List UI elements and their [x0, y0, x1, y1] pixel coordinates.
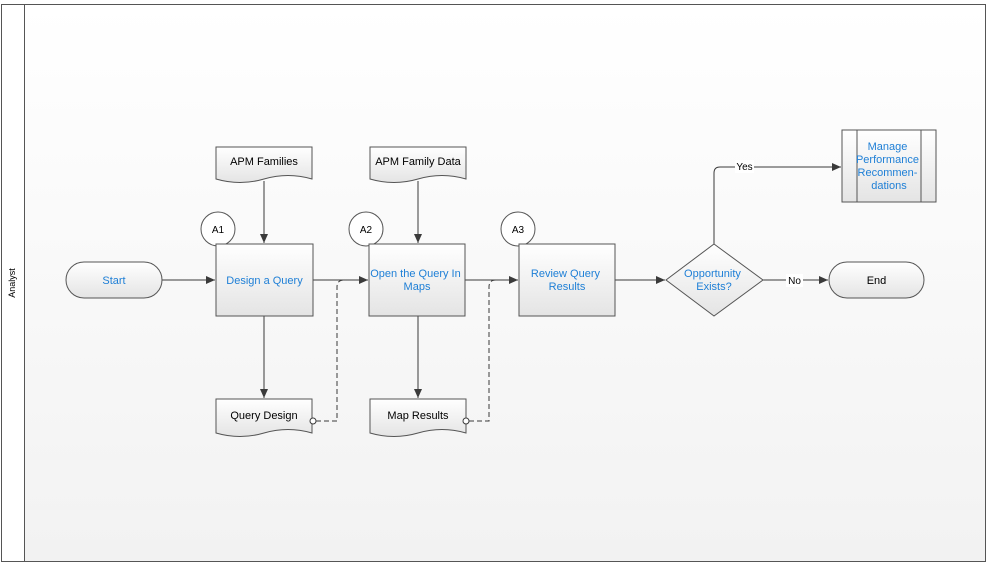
decision-label: Opportunity Exists?	[684, 268, 744, 293]
start-label: Start	[102, 275, 125, 287]
review-results-line-2: Results	[549, 281, 586, 293]
marker-a2-label: A2	[360, 225, 373, 236]
query-design-document: Query Design	[215, 398, 317, 437]
open-query-line-2: Maps	[404, 281, 431, 293]
marker-a3-circle	[500, 211, 536, 247]
marker-a1-label: A1	[212, 225, 225, 236]
connector-map-results-to-review	[469, 279, 497, 422]
decision-line-1: Opportunity	[684, 268, 741, 280]
apm-families-label: APM Families	[230, 156, 298, 168]
edge-label-yes: Yes	[736, 162, 752, 173]
apm-family-data-shape	[369, 146, 467, 183]
review-results-label: Review Query Results	[531, 268, 603, 293]
end-label: End	[867, 275, 887, 287]
query-design-label: Query Design	[230, 410, 297, 422]
edge-label-no: No	[788, 276, 801, 287]
swimlane-header	[1, 4, 25, 562]
query-design-connector-dot	[309, 417, 317, 425]
manage-line-4: dations	[871, 180, 907, 192]
marker-a2: A2	[348, 211, 384, 247]
review-results-line-1: Review Query	[531, 268, 601, 280]
marker-a3: A3	[500, 211, 536, 247]
manage-line-1: Manage	[868, 141, 908, 153]
open-query-shape	[368, 243, 466, 317]
design-query-process[interactable]: Design a Query	[215, 243, 314, 317]
decision-line-2: Exists?	[696, 281, 731, 293]
review-results-process[interactable]: Review Query Results	[518, 243, 616, 317]
edge-label-yes-bg	[735, 160, 754, 173]
marker-a3-label: A3	[512, 225, 525, 236]
apm-family-data-document: APM Family Data	[369, 146, 467, 183]
manage-recommendations-subprocess[interactable]: Manage Performance Recommen- dations	[841, 129, 937, 203]
connectors: Yes No	[162, 160, 841, 422]
end-terminator: End	[828, 261, 925, 299]
manage-shape	[841, 129, 937, 203]
manage-line-2: Performance	[856, 154, 919, 166]
start-shape	[65, 261, 163, 299]
edge-label-no-bg	[786, 274, 803, 287]
query-design-shape	[215, 398, 313, 437]
apm-family-data-label: APM Family Data	[375, 156, 461, 168]
manage-label: Manage Performance Recommen- dations	[856, 141, 922, 192]
design-query-shape	[215, 243, 314, 317]
decision-shape	[665, 243, 764, 317]
manage-line-3: Recommen-	[858, 167, 918, 179]
design-query-label: Design a Query	[226, 275, 303, 287]
marker-a1: A1	[200, 211, 236, 247]
review-results-shape	[518, 243, 616, 317]
map-results-label: Map Results	[387, 410, 449, 422]
connector-query-design-to-open	[316, 279, 345, 422]
apm-families-document: APM Families	[215, 146, 313, 183]
open-query-line-1: Open the Query In	[370, 268, 461, 280]
map-results-shape	[369, 398, 467, 437]
end-shape	[828, 261, 925, 299]
open-query-label: Open the Query In Maps	[370, 268, 464, 293]
design-query-line-1: Design a Query	[226, 275, 303, 287]
apm-families-shape	[215, 146, 313, 183]
opportunity-decision[interactable]: Opportunity Exists?	[665, 243, 764, 317]
marker-a2-circle	[348, 211, 384, 247]
start-terminator[interactable]: Start	[65, 261, 163, 299]
map-results-connector-dot	[462, 417, 470, 425]
open-query-process[interactable]: Open the Query In Maps	[368, 243, 466, 317]
swimlane-label: Analyst	[7, 268, 17, 298]
connector-decision-to-manage	[713, 163, 841, 244]
map-results-document: Map Results	[369, 398, 470, 437]
